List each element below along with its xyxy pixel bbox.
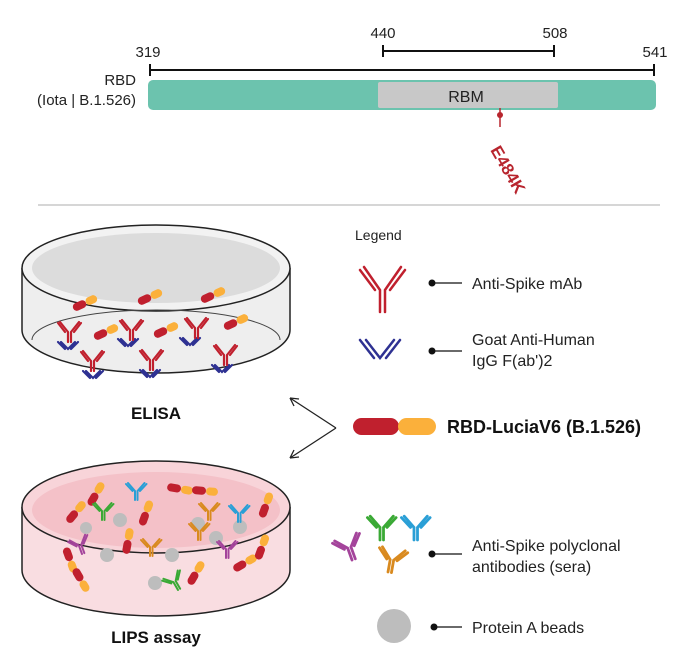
- mutation-label: E484K: [487, 143, 530, 198]
- anti-spike-mab-icon: [358, 265, 407, 314]
- rbm-region: [378, 82, 558, 108]
- rbd-variant-label: (Iota | B.1.526): [37, 92, 136, 109]
- legend-title: Legend: [355, 227, 402, 243]
- assay-arrows: [289, 397, 337, 459]
- mutation-marker-dot: [497, 112, 503, 118]
- lips-dish: [21, 460, 291, 617]
- tick-label-440: 440: [370, 25, 395, 42]
- elisa-dish: [21, 224, 291, 380]
- lips-label: LIPS assay: [111, 628, 201, 647]
- legend-label-protein-a-beads: Protein A beads: [472, 620, 584, 637]
- legend-label-polyclonal-line1: Anti-Spike polyclonal: [472, 538, 621, 555]
- tick-label-319: 319: [135, 44, 160, 61]
- rbm-label: RBM: [448, 89, 484, 106]
- legend-label-goat-line1: Goat Anti-Human: [472, 332, 595, 349]
- protein-a-bead-icon: [377, 609, 411, 643]
- polyclonal-antibodies-icon: [331, 514, 432, 575]
- legend-label-polyclonal-line2: antibodies (sera): [472, 559, 591, 576]
- tick-label-541: 541: [642, 44, 667, 61]
- rbd-luciav6-icon: [353, 418, 436, 435]
- legend-label-mab: Anti-Spike mAb: [472, 276, 582, 293]
- rbd-label: RBD: [104, 72, 136, 89]
- elisa-label: ELISA: [131, 404, 181, 423]
- legend-label-goat-line2: IgG F(ab')2: [472, 353, 553, 370]
- goat-anti-human-icon: [358, 338, 402, 361]
- legend-label-rbd-luciav6: RBD-LuciaV6 (B.1.526): [447, 417, 641, 437]
- domain-map: 319 440 508 541 RBD (Iota | B.1.526) RBM…: [37, 25, 667, 198]
- legend: Legend Anti-Spike mAb Goat Anti-Human Ig…: [331, 227, 641, 643]
- tick-label-508: 508: [542, 25, 567, 42]
